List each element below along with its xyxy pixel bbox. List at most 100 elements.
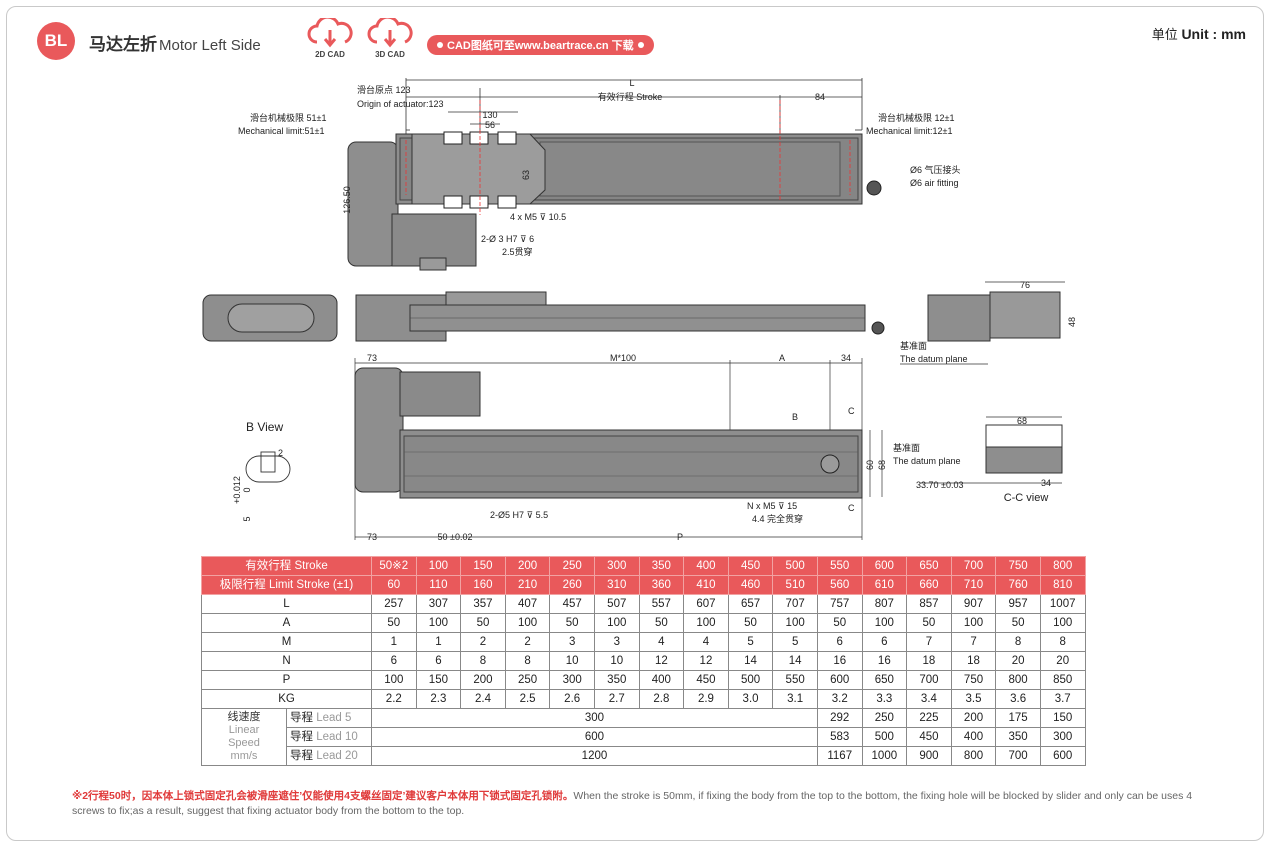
table-cell: 707 <box>772 594 818 614</box>
stroke-cell: 200 <box>504 556 551 576</box>
stroke-cell: 150 <box>460 556 506 576</box>
table-cell: 357 <box>460 594 506 614</box>
table-cell: 457 <box>549 594 595 614</box>
table-cell: 1007 <box>1039 594 1086 614</box>
callout-h7c: 2-Ø5 H7 ⊽ 5.5 <box>490 510 548 520</box>
table-cell: 657 <box>727 594 774 614</box>
table-cell: 2.8 <box>638 689 685 709</box>
dim-m100: M*100 <box>610 353 636 363</box>
table-cell: 2.3 <box>415 689 462 709</box>
table-cell: 3 <box>549 632 595 652</box>
dim-50: 50 ±0.02 <box>438 532 473 542</box>
table-cell: 4 <box>638 632 685 652</box>
table-cell: 2.5 <box>504 689 551 709</box>
dim-34-cc: 34 <box>1041 478 1051 488</box>
dim-48: 48 <box>1067 317 1077 327</box>
dim-73-top: 73 <box>367 353 377 363</box>
stroke-cell: 750 <box>995 556 1041 576</box>
row-label: N <box>201 651 372 671</box>
table-cell: 3.5 <box>950 689 997 709</box>
stroke-cell: 50※2 <box>371 556 417 576</box>
table-cell: 50 <box>549 613 595 633</box>
table-cell: 700 <box>906 670 952 690</box>
limit-header: 极限行程 Limit Stroke (±1) <box>201 575 372 595</box>
lead-label: 导程 Lead 20 <box>286 746 372 766</box>
air-en: Ø6 air fitting <box>910 178 959 188</box>
table-cell: 100 <box>504 613 551 633</box>
table-cell: 50 <box>906 613 952 633</box>
dim-130: 130 <box>482 110 497 120</box>
table-cell: 100 <box>593 613 640 633</box>
cloud-download-icon <box>307 18 353 48</box>
datum-cn-1: 基准面 <box>900 340 927 351</box>
row-label: M <box>201 632 372 652</box>
technical-drawing: L 滑台原点 123 Origin of actuator:123 有效行程 S… <box>202 78 1077 542</box>
dim-73-bottom: 73 <box>367 532 377 542</box>
title-en: Motor Left Side <box>159 37 261 54</box>
stroke-header: 有效行程 Stroke <box>201 556 372 576</box>
cad-3d-button[interactable]: 3D CAD <box>365 18 415 59</box>
cloud-download-icon <box>367 18 413 48</box>
footnote-en: When the stroke is 50mm, if fixing the b… <box>72 790 1193 817</box>
table-cell: 807 <box>861 594 908 614</box>
table-cell: 50 <box>460 613 506 633</box>
table-cell: 5 <box>772 632 818 652</box>
table-cell: 6 <box>861 632 908 652</box>
limit-cell: 410 <box>683 575 729 595</box>
speed-merged: 300 <box>371 708 818 728</box>
dim-84: 84 <box>815 92 825 102</box>
table-cell: 450 <box>683 670 729 690</box>
dim-68: 68 <box>877 460 887 470</box>
table-cell: 2 <box>504 632 551 652</box>
limit-cell: 610 <box>861 575 908 595</box>
speed-cell: 200 <box>950 708 997 728</box>
table-cell: 350 <box>593 670 640 690</box>
table-cell: 50 <box>995 613 1041 633</box>
table-cell: 50 <box>727 613 774 633</box>
table-cell: 907 <box>950 594 997 614</box>
table-cell: 7 <box>950 632 997 652</box>
limit-cell: 160 <box>460 575 506 595</box>
callout-nm5b: 4.4 完全贯穿 <box>752 513 803 524</box>
speed-cell: 800 <box>950 746 997 766</box>
table-cell: 100 <box>371 670 417 690</box>
table-cell: 3.6 <box>995 689 1041 709</box>
stroke-cell: 650 <box>906 556 952 576</box>
cad-download-link[interactable]: CAD图纸可至www.beartrace.cn 下载 <box>427 35 654 55</box>
table-cell: 1 <box>415 632 462 652</box>
speed-cell: 225 <box>906 708 952 728</box>
table-cell: 8 <box>504 651 551 671</box>
table-cell: 18 <box>906 651 952 671</box>
table-cell: 3.2 <box>816 689 863 709</box>
speed-cell: 1000 <box>861 746 908 766</box>
table-cell: 8 <box>995 632 1041 652</box>
table-cell: 500 <box>727 670 774 690</box>
cc-view-title: C-C view <box>1004 492 1049 504</box>
table-cell: 8 <box>460 651 506 671</box>
table-cell: 100 <box>415 613 462 633</box>
table-cell: 300 <box>549 670 595 690</box>
speed-merged: 1200 <box>371 746 818 766</box>
table-cell: 4 <box>683 632 729 652</box>
table-cell: 3.3 <box>861 689 908 709</box>
limit-cell: 110 <box>415 575 462 595</box>
title-cn: 马达左折 <box>89 35 157 54</box>
dim-tol0: 0 <box>242 487 252 492</box>
speed-cell: 1167 <box>816 746 863 766</box>
mech-left-en: Mechanical limit:51±1 <box>238 126 324 136</box>
dim-P: P <box>677 532 683 542</box>
table-cell: 550 <box>772 670 818 690</box>
mech-right-en: Mechanical limit:12±1 <box>866 126 952 136</box>
limit-cell: 760 <box>995 575 1041 595</box>
table-cell: 100 <box>1039 613 1086 633</box>
label-C-top: C <box>848 406 855 416</box>
cad-2d-button[interactable]: 2D CAD <box>305 18 355 59</box>
cad-2d-label: 2D CAD <box>315 50 345 59</box>
table-cell: 150 <box>415 670 462 690</box>
table-cell: 100 <box>861 613 908 633</box>
dim-34: 34 <box>841 353 851 363</box>
